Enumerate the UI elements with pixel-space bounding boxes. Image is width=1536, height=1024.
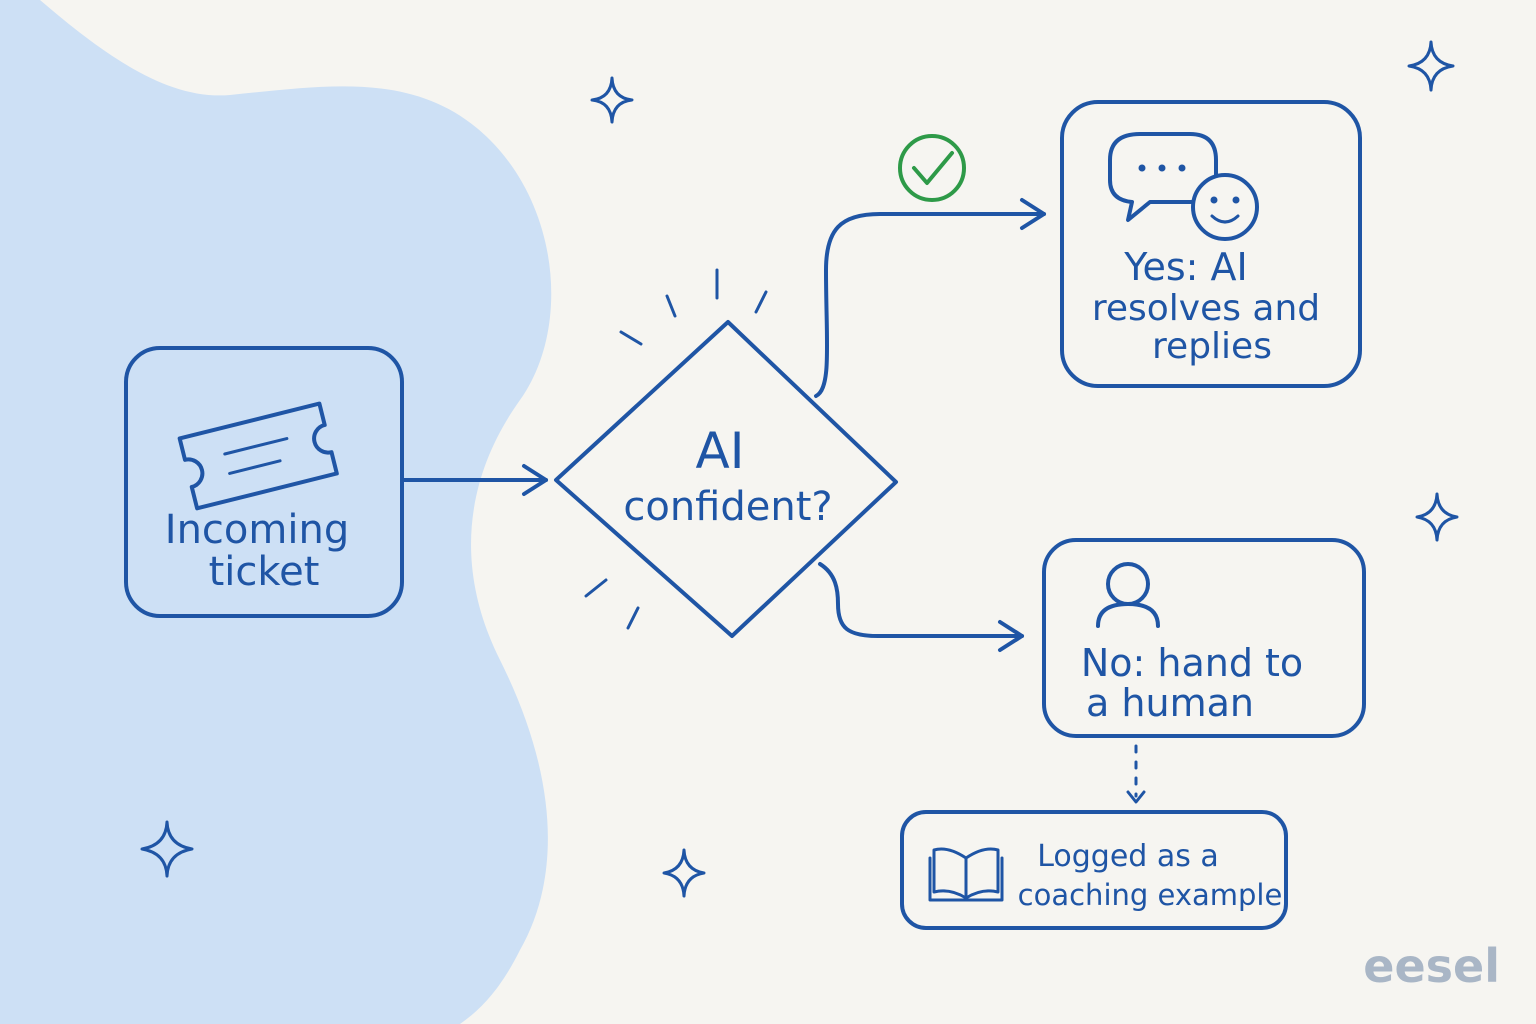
decision-label-2: confident? <box>623 484 832 530</box>
logged-node: Logged as a coaching example <box>900 810 1288 930</box>
sparkle-icon <box>590 76 634 124</box>
sparkle-icon <box>1415 492 1459 542</box>
person-icon <box>1096 562 1160 628</box>
chat-smiley-icon <box>1108 132 1259 241</box>
arrow-ticket-to-decision <box>402 464 548 496</box>
logged-label-2: coaching example <box>1018 878 1283 912</box>
sparkle-icon <box>662 848 706 898</box>
arrow-no-to-logged <box>1126 744 1146 804</box>
sparkle-icon <box>140 820 194 878</box>
incoming-ticket-node: Incoming ticket <box>124 346 404 618</box>
yes-label-2: resolves and <box>1092 288 1320 329</box>
no-node: No: hand to a human <box>1042 538 1366 738</box>
brand-logo: eesel <box>1363 939 1500 993</box>
arrow-decision-to-no <box>818 562 1024 652</box>
book-icon <box>928 847 1004 902</box>
yes-label-3: replies <box>1152 326 1272 367</box>
incoming-ticket-label-2: ticket <box>209 549 320 595</box>
yes-label-1: Yes: AI <box>1123 245 1247 289</box>
decision-label-1: AI <box>696 422 745 480</box>
decision-node: AI confident? <box>554 268 898 638</box>
logged-label-1: Logged as a <box>1037 839 1219 874</box>
background-blob <box>0 0 552 1024</box>
arrow-decision-to-yes <box>814 198 1046 398</box>
sparkle-icon <box>1407 40 1455 92</box>
no-label-2: a human <box>1086 681 1254 725</box>
emphasis-lines <box>584 268 768 630</box>
incoming-ticket-label-1: Incoming <box>165 507 349 553</box>
ticket-icon <box>177 401 339 511</box>
check-circle-icon <box>898 134 966 202</box>
yes-node: Yes: AI resolves and replies <box>1060 100 1362 388</box>
no-label-1: No: hand to <box>1081 641 1303 685</box>
